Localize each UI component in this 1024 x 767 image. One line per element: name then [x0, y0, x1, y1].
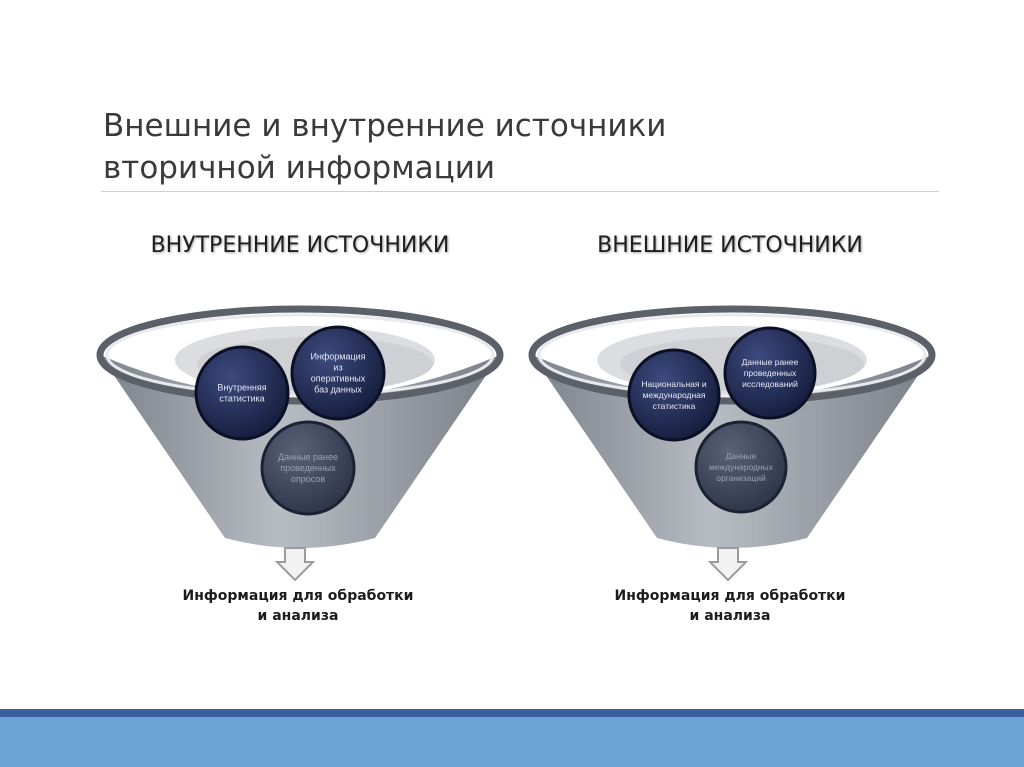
- circle-label-line: опросов: [291, 474, 325, 484]
- circle-label-line: Внутренняя: [217, 383, 266, 393]
- down-arrow-icon: [275, 547, 315, 582]
- circle-label-line: статистика: [219, 394, 264, 404]
- output-line-1: Информация для обработки: [614, 588, 846, 604]
- circle-label-line: международная: [642, 390, 705, 400]
- down-arrow-icon: [708, 547, 748, 582]
- circle-label-line: исследований: [742, 379, 798, 389]
- circle-label-line: проведенных: [280, 463, 336, 473]
- circle-label-line: международных: [709, 462, 774, 472]
- circle-label-line: организаций: [716, 473, 766, 483]
- internal-output-label: Информация для обработки и анализа: [148, 586, 448, 626]
- circle-label-line: оперативных: [311, 374, 366, 384]
- circle-label-line: статистика: [653, 401, 696, 411]
- circle-label-line: Национальная и: [641, 379, 706, 389]
- footer-accent-bar: [0, 709, 1024, 717]
- circle-label-line: из: [333, 363, 342, 373]
- title-divider: [101, 191, 939, 192]
- output-line-1: Информация для обработки: [182, 588, 414, 604]
- circle-label-line: баз данных: [314, 385, 362, 395]
- internal-sources-heading: ВНУТРЕННИЕ ИСТОЧНИКИ: [150, 233, 450, 258]
- circle-label-line: Данные ранее: [278, 452, 338, 462]
- slide-title-line-2: вторичной информации: [103, 150, 496, 186]
- external-output-label: Информация для обработки и анализа: [580, 586, 880, 626]
- circle-label-line: Данные ранее: [742, 357, 799, 367]
- funnel-rim: [528, 305, 936, 405]
- output-line-2: и анализа: [257, 608, 339, 624]
- slide-title-line-1: Внешние и внутренние источники: [103, 108, 667, 144]
- circle-label-line: Данные: [726, 451, 757, 461]
- circle-label-line: Информация: [310, 352, 365, 362]
- output-line-2: и анализа: [689, 608, 771, 624]
- external-sources-heading: ВНЕШНИЕ ИСТОЧНИКИ: [597, 233, 863, 258]
- circle-label-line: проведенных: [744, 368, 797, 378]
- footer-bar: [0, 717, 1024, 767]
